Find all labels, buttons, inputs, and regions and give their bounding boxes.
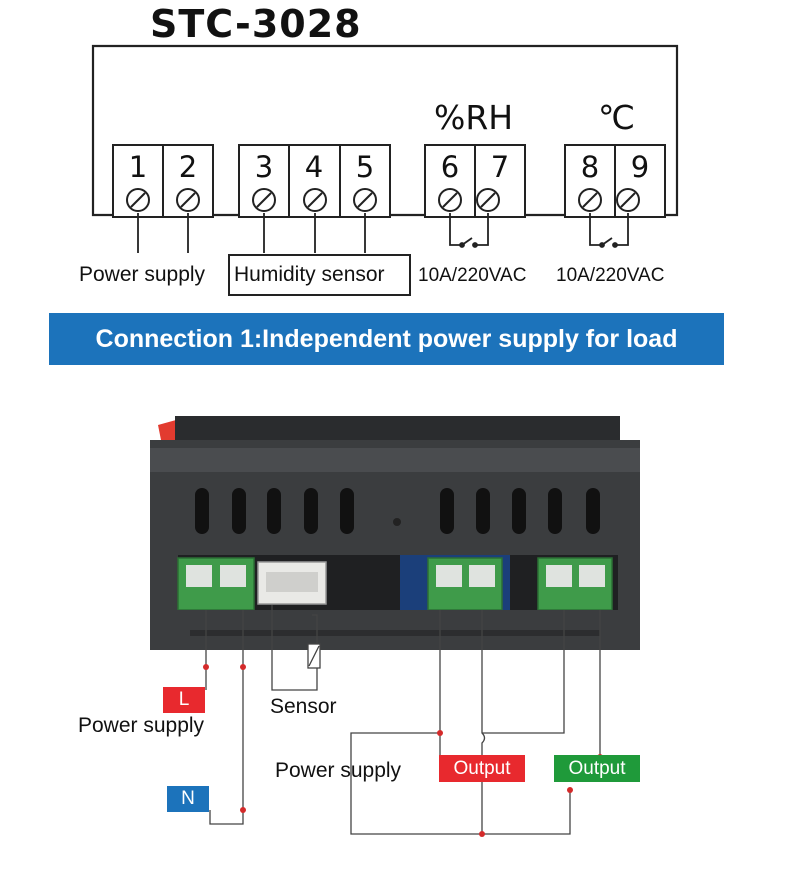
load-power-supply-label: Power supply [275,759,402,782]
sensor-label: Sensor [270,695,337,718]
screw-slot-icon [582,192,598,208]
wire-sensor [271,605,318,691]
screw-slot-icon [442,192,458,208]
controller-top-edge [175,416,620,442]
power-supply-label: Power supply [78,714,205,737]
screw-slot-icon [256,192,272,208]
vent-slot [476,488,490,534]
terminal-number-2: 2 [178,150,198,184]
terminal-number-4: 4 [304,150,324,184]
vent-slot [548,488,562,534]
power-supply-caption: Power supply [79,263,206,286]
terminal-number-5: 5 [355,150,375,184]
terminal-number-7: 7 [490,150,510,184]
neutral-tag: N [167,786,209,812]
vent-slot [512,488,526,534]
vent-slot [440,488,454,534]
screw-slot-icon [130,192,146,208]
terminal-block-relay-humidity [427,557,503,611]
vent-slot [232,488,246,534]
model-title: STC-3028 [150,2,362,46]
wire-neutral [209,610,244,825]
center-screw-icon [393,518,401,526]
sensor-connector-white [257,561,327,605]
wire-relay2-common [482,610,565,734]
relay1-rating: 10A/220VAC [418,265,527,286]
terminal-number-6: 6 [440,150,460,184]
wire-load-supply [350,610,571,835]
vent-slot [267,488,281,534]
humidity-unit-label: %RH [434,98,514,137]
live-tag: L [163,687,205,713]
humidity-sensor-caption: Humidity sensor [234,263,385,286]
screw-slot-icon [620,192,636,208]
schematic-housing-outline [91,44,679,217]
vent-slot [340,488,354,534]
vent-slot [586,488,600,534]
temperature-unit-label: ℃ [598,98,636,137]
screw-slot-icon [180,192,196,208]
terminal-number-9: 9 [630,150,650,184]
screw-slot-icon [307,192,323,208]
connection-banner: Connection 1:Independent power supply fo… [49,313,724,365]
screw-slot-icon [480,192,496,208]
humidity-sensor-box [228,254,411,296]
output2-tag: Output [554,755,640,782]
output1-tag: Output [439,755,525,782]
terminal-number-8: 8 [580,150,600,184]
terminal-block-relay-temperature [537,557,613,611]
relay2-rating: 10A/220VAC [556,265,665,286]
terminal-number-3: 3 [254,150,274,184]
vent-slot [195,488,209,534]
terminal-block-power [177,557,255,611]
terminal-number-1: 1 [128,150,148,184]
screw-slot-icon [357,192,373,208]
vent-slot [304,488,318,534]
